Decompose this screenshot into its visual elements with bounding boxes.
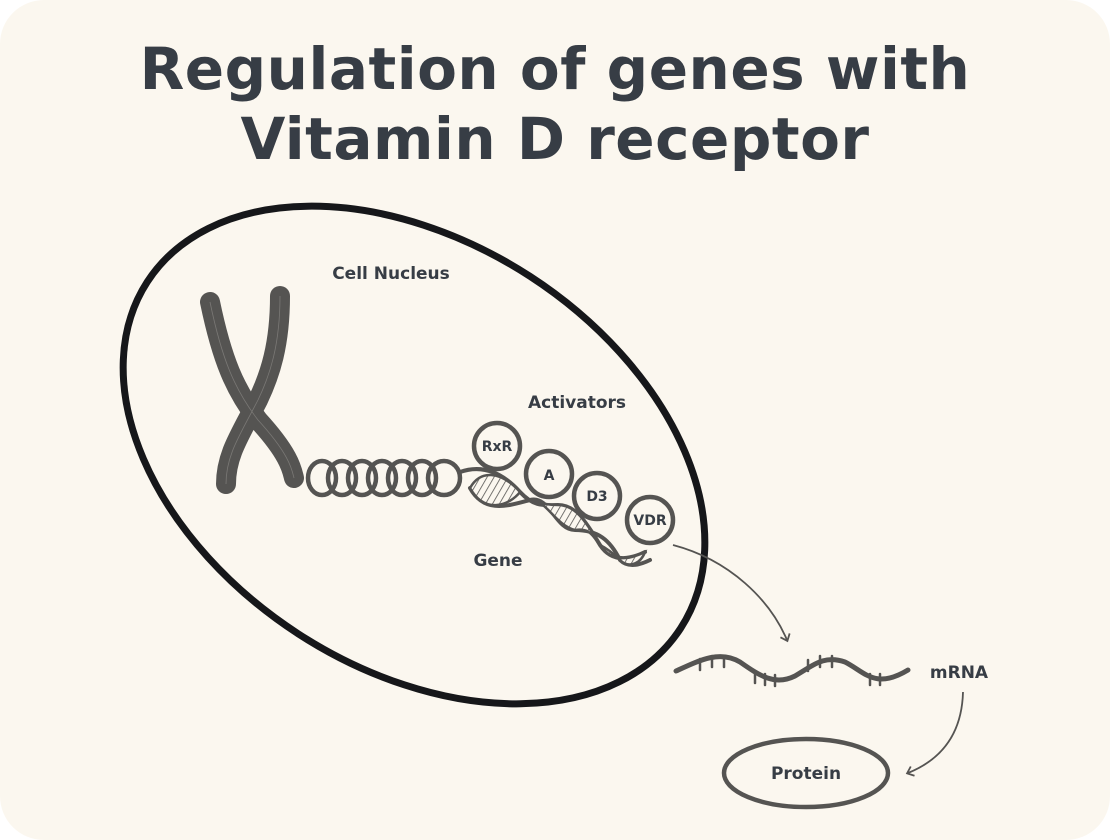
activator-label: A [544, 468, 555, 484]
protein-label: Protein [771, 764, 841, 784]
activators-label: Activators [528, 393, 626, 413]
chromosome-icon [200, 286, 304, 494]
chromosome-texture [209, 295, 295, 485]
mrna-label: mRNA [930, 663, 989, 683]
cell-nucleus-outline [119, 202, 709, 708]
dna-coil-icon [305, 458, 463, 498]
activator-vdr: VDR [624, 494, 676, 546]
gene-label: Gene [473, 551, 522, 571]
title-line-1: Regulation of genes with [139, 35, 971, 103]
translation-arrow [905, 691, 964, 777]
activator-a: A [523, 448, 575, 500]
protein-node: Protein [721, 736, 891, 810]
title-line-2: Vitamin D receptor [240, 105, 870, 173]
mrna-strand-icon [673, 654, 911, 688]
activator-rxr: RxR [471, 420, 523, 472]
activator-d3: D3 [571, 470, 623, 522]
diagram-title: Regulation of genes with Vitamin D recep… [0, 34, 1110, 174]
activator-label: VDR [633, 513, 666, 529]
gene-helix-icon [458, 467, 652, 567]
transcription-arrow [672, 544, 791, 643]
activator-label: D3 [586, 489, 607, 505]
cell-nucleus-label: Cell Nucleus [332, 264, 450, 284]
activator-label: RxR [482, 439, 513, 455]
